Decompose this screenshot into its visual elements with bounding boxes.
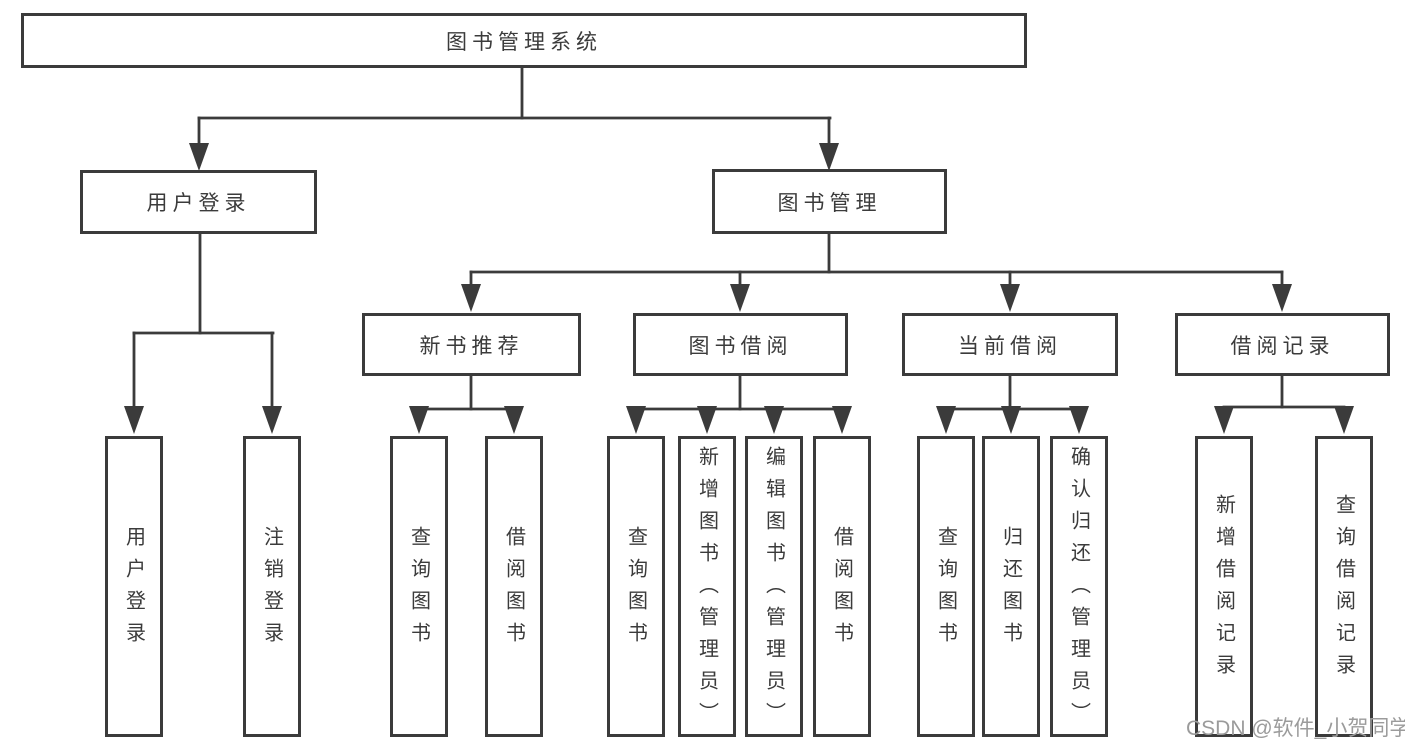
leaf-user-login-label: 用户登录 [122, 525, 145, 654]
leaf-borrow-books-label: 借阅图书 [830, 525, 853, 654]
leaf-query-books-borrow: 查询图书 [607, 436, 665, 737]
leaf-logout-label: 注销登录 [260, 525, 283, 654]
node-book-management-label: 图书管理 [777, 191, 882, 215]
leaf-edit-books-admin: 编辑图书（管理员） [745, 436, 803, 737]
connector-book-borrowing-to-leaves [626, 374, 852, 434]
connector-book-management-to-level3 [461, 232, 1292, 312]
leaf-add-borrow-record: 新增借阅记录 [1195, 436, 1253, 737]
leaf-logout: 注销登录 [243, 436, 301, 737]
leaf-borrow-books-recommend-label: 借阅图书 [502, 525, 525, 654]
leaf-user-login: 用户登录 [105, 436, 163, 737]
leaf-borrow-books: 借阅图书 [813, 436, 871, 737]
leaf-add-books-admin-label: 新增图书（管理员） [695, 445, 718, 734]
node-root-system-label: 图书管理系统 [446, 30, 602, 54]
node-new-book-recommend-label: 新书推荐 [419, 334, 524, 358]
csdn-watermark: CSDN @软件_小贺同学 [1186, 717, 1405, 740]
node-book-borrowing-label: 图书借阅 [688, 334, 793, 358]
node-book-management: 图书管理 [712, 169, 947, 234]
leaf-query-books-borrow-label: 查询图书 [624, 525, 647, 654]
node-root-system: 图书管理系统 [21, 13, 1027, 68]
connector-borrowing-records-to-leaves [1214, 374, 1354, 434]
leaf-return-books: 归还图书 [982, 436, 1040, 737]
leaf-add-borrow-record-label: 新增借阅记录 [1212, 493, 1235, 686]
node-new-book-recommend: 新书推荐 [362, 313, 581, 376]
leaf-add-books-admin: 新增图书（管理员） [678, 436, 736, 737]
leaf-edit-books-admin-label: 编辑图书（管理员） [762, 445, 785, 734]
leaf-query-books-current-label: 查询图书 [934, 525, 957, 654]
connector-root-to-level2 [189, 66, 839, 171]
leaf-confirm-return-admin: 确认归还（管理员） [1050, 436, 1108, 737]
leaf-query-borrow-record-label: 查询借阅记录 [1332, 493, 1355, 686]
node-current-borrowing-label: 当前借阅 [958, 334, 1062, 358]
leaf-borrow-books-recommend: 借阅图书 [485, 436, 543, 737]
leaf-confirm-return-admin-label: 确认归还（管理员） [1067, 445, 1090, 734]
node-current-borrowing: 当前借阅 [902, 313, 1118, 376]
node-book-borrowing: 图书借阅 [633, 313, 848, 376]
leaf-query-books-recommend-label: 查询图书 [407, 525, 430, 654]
connector-current-borrowing-to-leaves [936, 374, 1089, 434]
node-user-login-label: 用户登录 [146, 192, 251, 215]
leaf-return-books-label: 归还图书 [999, 525, 1022, 654]
node-borrowing-records: 借阅记录 [1175, 313, 1390, 376]
leaf-query-books-recommend: 查询图书 [390, 436, 448, 737]
connector-user-login-to-leaves [124, 232, 282, 434]
leaf-query-borrow-record: 查询借阅记录 [1315, 436, 1373, 737]
leaf-query-books-current: 查询图书 [917, 436, 975, 737]
node-user-login: 用户登录 [80, 170, 317, 234]
connector-new-book-recommend-to-leaves [409, 374, 524, 434]
node-borrowing-records-label: 借阅记录 [1230, 334, 1335, 358]
